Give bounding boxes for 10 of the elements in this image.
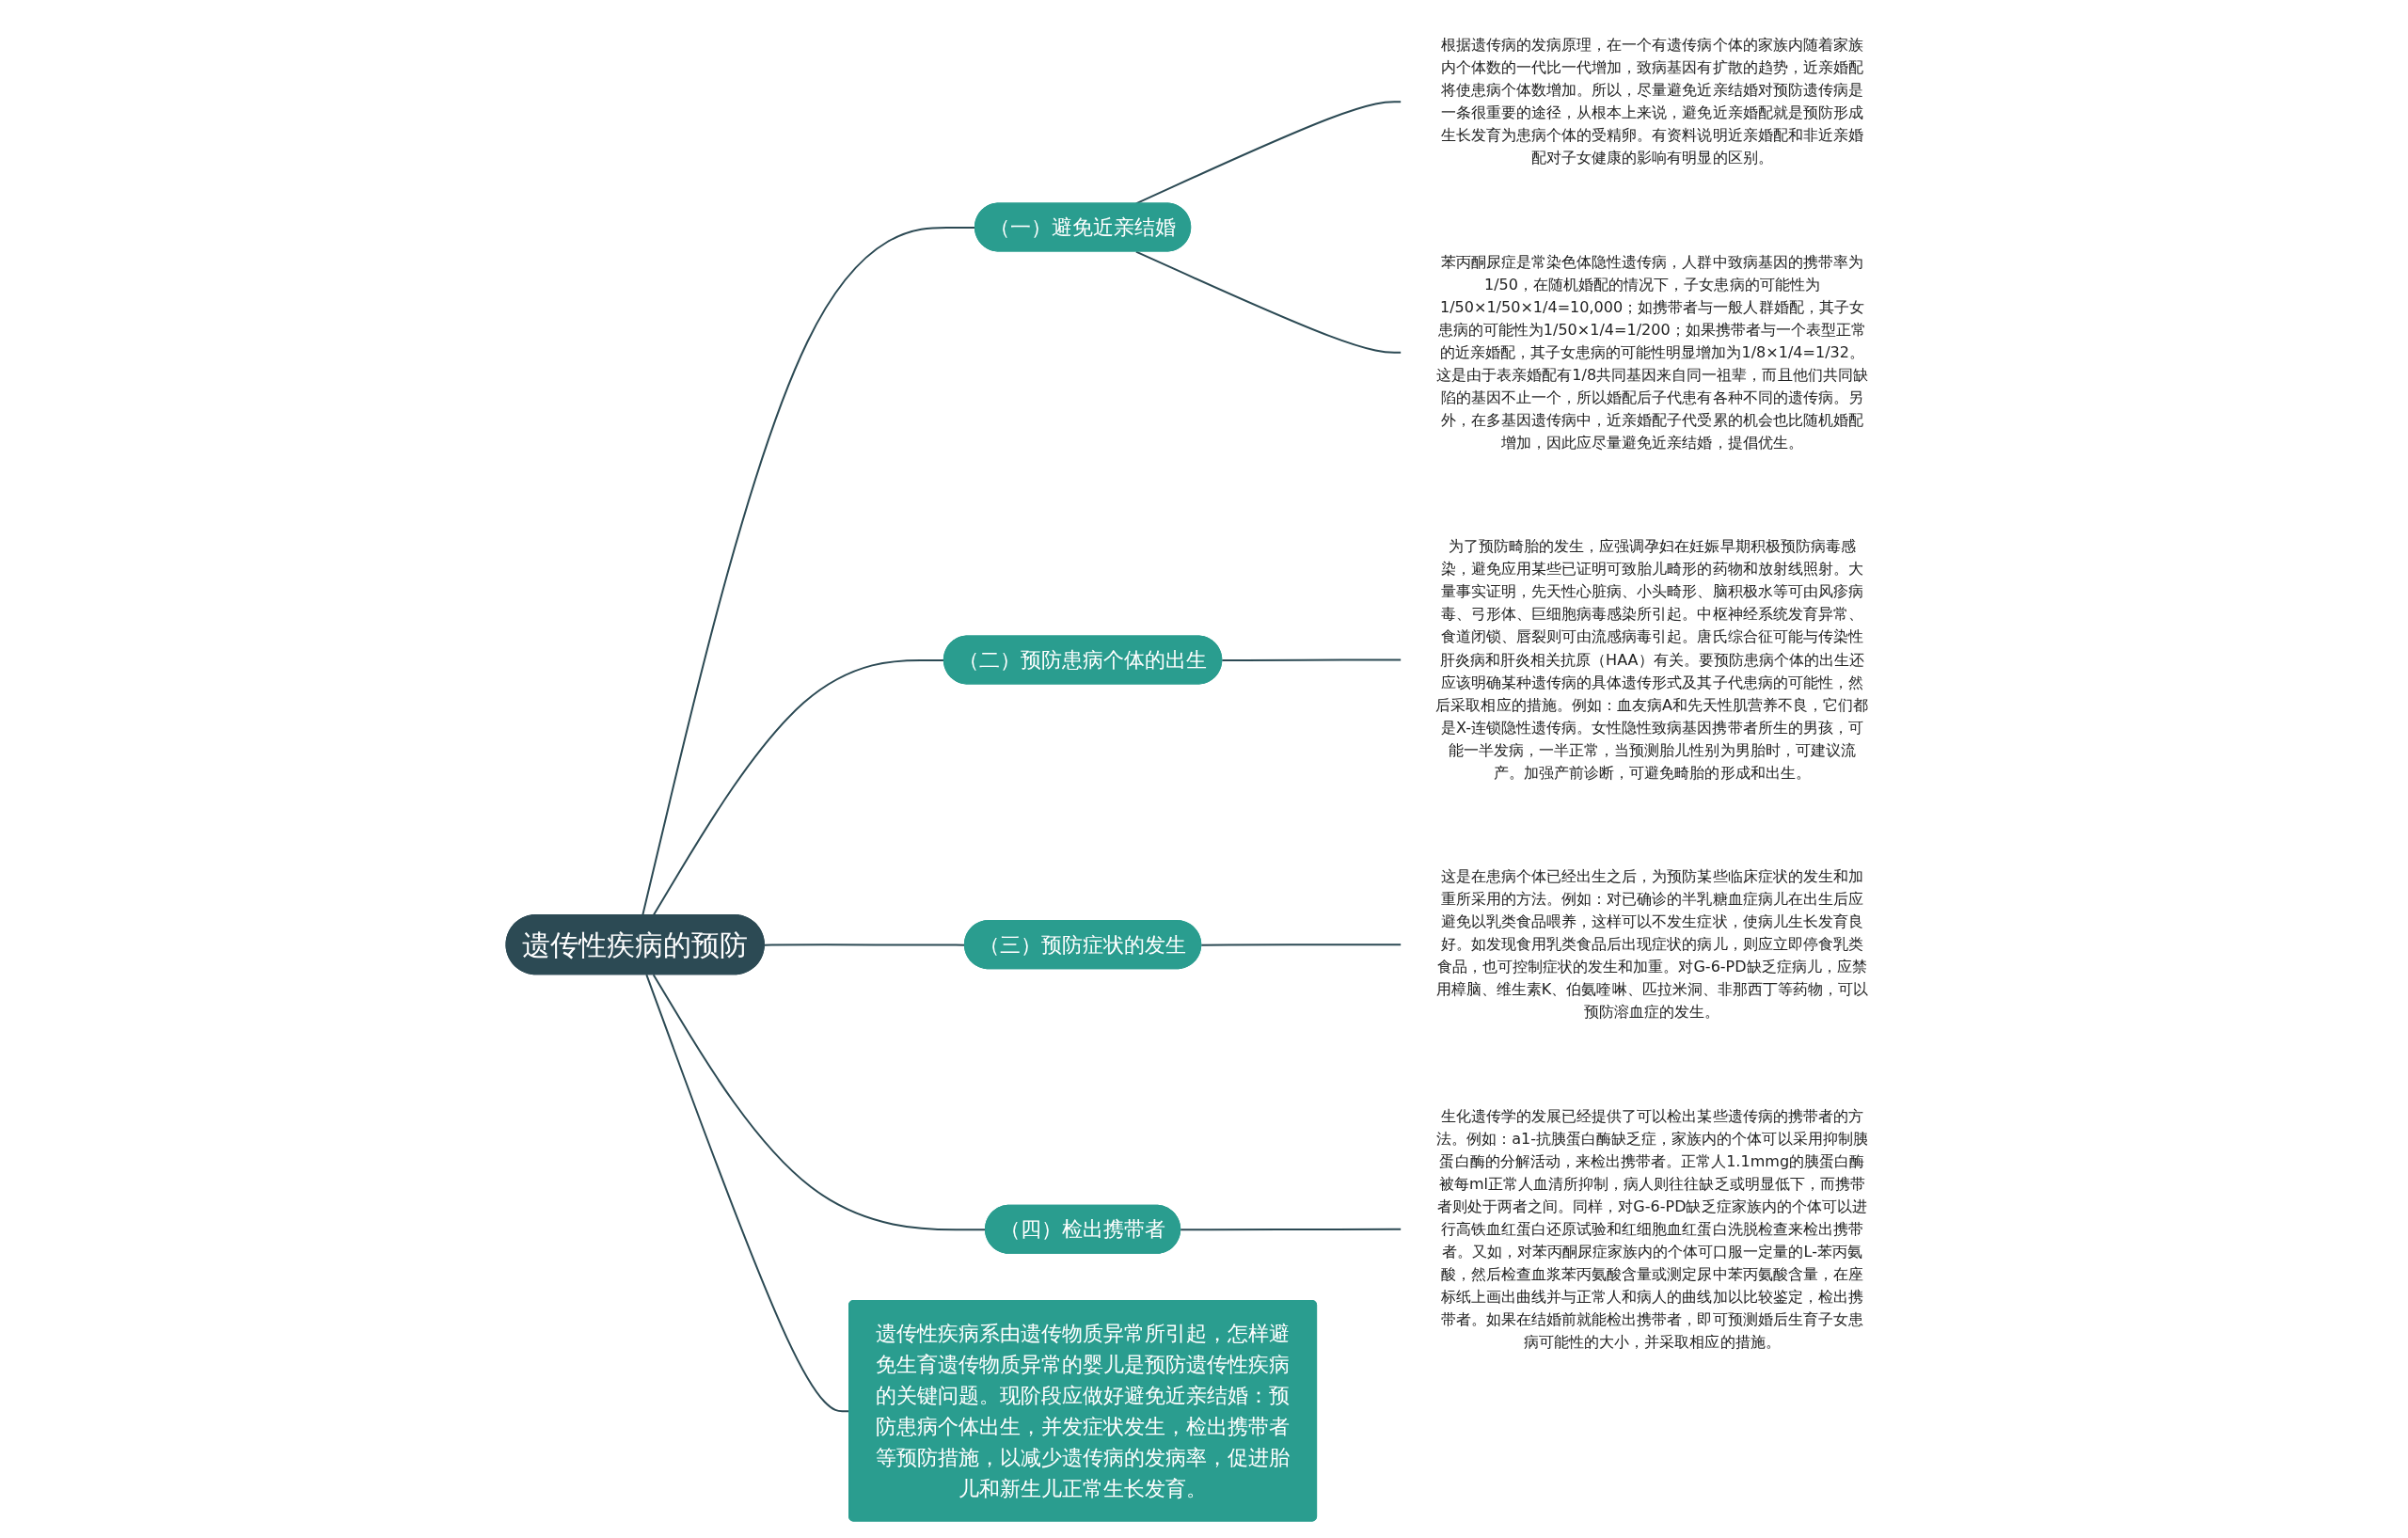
- node-text: 根据遗传病的发病原理，在一个有遗传病个体的家族内随着家族内个体数的一代比一代增加，致病基因有扩散的趋势，近亲婚配将使患病个体数增加。所以，尽量避免近亲结婚对预防遗传病是一条很重要的途径，从根本上来说，避免近亲婚配就是预防形成生长发育为患病个体的受精卵。有资料说明近亲婚配和非近亲婚配对子女健康的影响有明显的区别。: [1440, 36, 1863, 167]
- node-text: 苯丙酮尿症是常染色体隐性遗传病，人群中致病基因的携带率为1/50，在随机婚配的情况下，子女患病的可能性为1/50×1/50×1/4=10,000；如携带者与一般人群婚配，其子女患病的可能性为1/50×1/4=1/200；如果携带者与一个表型正常的近亲婚配，其子女患病的可能性明显增加为1/8×1/4=1/32。这是由于表亲婚配有1/8共同基因来自同一祖辈，而且他们共同缺陷的基因不止一个，所以婚配后子代患有各种不同的遗传病。另外，在多基因遗传病中，近亲婚配子代受累的机会也比随机婚配增加，因此应尽量避免近亲结婚，提倡优生。: [1435, 252, 1868, 452]
- node-text: 生化遗传学的发展已经提供了可以检出某些遗传病的携带者的方法。例如：a1-抗胰蛋白酶缺乏症，家族内的个体可以采用抑制胰蛋白酶的分解活动，来检出携带者。正常人1.1mmg的胰蛋白酶被每ml正常人血清所抑制，病人则往往缺乏或明显低下，而携带者则处于两者之间。同样，对G-6-PD缺乏症家族内的个体可以进行高铁血红蛋白还原试验和红细胞血红蛋白洗脱检查来检出携带者。又如，对苯丙酮尿症家族内的个体可口服一定量的L-苯丙氨酸，然后检查血浆苯丙氨酸含量或测定尿中苯丙氨酸含量，在座标纸上画出曲线并与正常人和病人的曲线加以比较鉴定，检出携带者。如果在结婚前就能检出携带者，即可预测婚后生育子女患病可能性的大小，并采取相应的措施。: [1435, 1106, 1868, 1352]
- connector: [1179, 1228, 1402, 1231]
- connector: [644, 974, 850, 1413]
- connector: [1220, 658, 1402, 661]
- connector: [1199, 943, 1402, 946]
- node-text: 为了预防畸胎的发生，应强调孕妇在妊娠早期积极预防病毒感染，避免应用某些已证明可致胎儿畸形的药物和放射线照射。大量事实证明，先天性心脏病、小头畸形、脑积极水等可由风疹病毒、弓形体、巨细胞病毒感染所引起。中枢神经系统发育异常、食道闭锁、唇裂则可由流感病毒引起。唐氏综合征可能与传染性肝炎病和肝炎相关抗原（HAA）有关。要预防患病个体的出生还应该明确某种遗传病的具体遗传形式及其子代患病的可能性，然后采取相应的措施。例如：血友病A和先天性肌营养不良，它们都是X-连锁隐性遗传病。女性隐性致病基因携带者所生的男孩，可能一半发病，一半正常，当预测胎儿性别为男胎时，可建议流产。加强产前诊断，可避免畸胎的形成和出生。: [1434, 537, 1868, 782]
- connector: [1134, 250, 1402, 354]
- node-text: 这是在患病个体已经出生之后，为预防某些临床症状的发生和加重所采用的方法。例如：对已确诊的半乳糖血症病儿在出生后应避免以乳类食品喂养，这样可以不发生症状，使病儿生长发育良好。如发现食用乳类食品后出现症状的病儿，则应立即停食乳类食品，也可控制症状的发生和加重。对G-6-PD缺乏症病儿，应禁用樟脑、维生素K、伯氨喹啉、匹拉米洞、非那西丁等药物，可以预防溶血症的发生。: [1435, 866, 1868, 1022]
